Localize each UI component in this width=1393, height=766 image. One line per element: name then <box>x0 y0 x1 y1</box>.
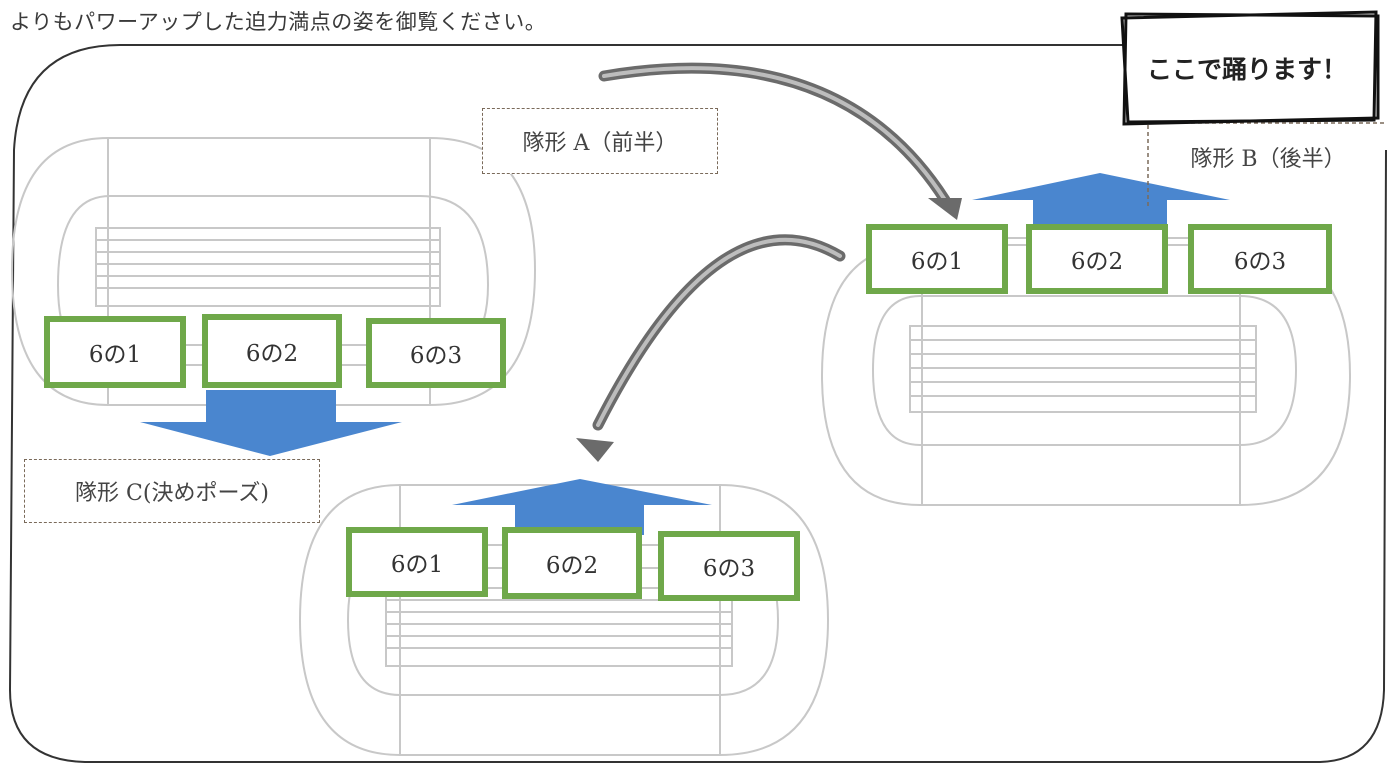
group-box-a-2: 6の2 <box>202 314 342 388</box>
intro-text: よりもパワーアップした迫力満点の姿を御覧ください。 <box>10 10 547 34</box>
formation-c-label: 隊形 C(決めポーズ) <box>24 459 320 523</box>
curve-arrow-b-to-c <box>576 234 846 462</box>
group-box-a-1: 6の1 <box>44 316 186 388</box>
callout-box <box>1120 10 1380 126</box>
up-arrow-c <box>452 479 712 535</box>
down-arrow-a <box>140 390 402 456</box>
main-frame <box>8 44 1387 763</box>
group-box-b-1: 6の1 <box>866 224 1008 294</box>
group-box-b-2: 6の2 <box>1026 224 1168 294</box>
group-box-c-3: 6の3 <box>658 531 800 601</box>
curve-arrow-a-to-b <box>598 62 962 220</box>
formation-b-label: 隊形 B（後半） <box>1190 147 1346 172</box>
group-box-b-3: 6の3 <box>1188 224 1332 294</box>
up-arrow-b <box>972 173 1230 228</box>
formation-a-label: 隊形 A（前半） <box>482 108 718 174</box>
group-box-a-3: 6の3 <box>366 318 506 388</box>
formation-b-frame <box>1147 122 1386 206</box>
callout-text: ここで踊ります！ <box>1146 55 1347 84</box>
group-box-c-1: 6の1 <box>346 527 488 597</box>
group-box-c-2: 6の2 <box>502 527 642 599</box>
